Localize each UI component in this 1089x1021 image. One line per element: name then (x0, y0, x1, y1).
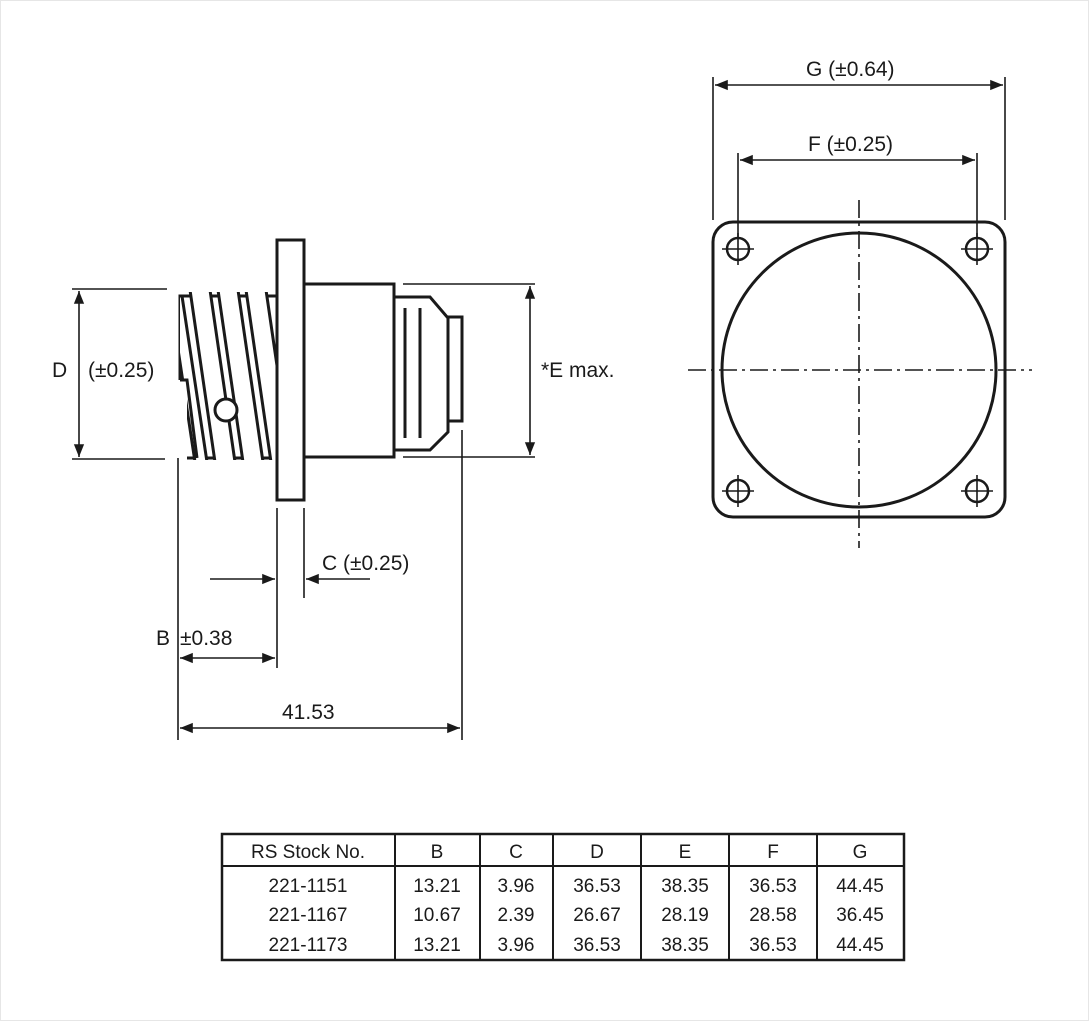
header-stock-no: RS Stock No. (251, 842, 365, 863)
dim-e-label: *E max. (541, 359, 615, 382)
header-g: G (853, 842, 868, 863)
side-view: D (±0.25) *E max. C (±0.25) B ±0.38 41.5… (52, 238, 615, 740)
dim-c-label: C (±0.25) (322, 552, 409, 575)
cell-g: 44.45 (836, 935, 884, 956)
cell-e: 38.35 (661, 935, 709, 956)
header-d: D (590, 842, 604, 863)
cell-g: 36.45 (836, 905, 884, 926)
cell-d: 36.53 (573, 935, 621, 956)
cell-f: 36.53 (749, 876, 797, 897)
cell-f: 36.53 (749, 935, 797, 956)
threaded-shell (175, 292, 279, 460)
table-row: 221-1167 10.67 2.39 26.67 28.19 28.58 36… (269, 905, 884, 926)
cell-stock-no: 221-1173 (269, 935, 348, 956)
cell-b: 13.21 (413, 876, 461, 897)
cell-stock-no: 221-1167 (269, 905, 348, 926)
dim-b-label: B (156, 627, 170, 650)
header-c: C (509, 842, 523, 863)
cell-c: 3.96 (498, 935, 535, 956)
rear-insert (392, 295, 464, 452)
cell-c: 3.96 (498, 876, 535, 897)
table-row: 221-1151 13.21 3.96 36.53 38.35 36.53 44… (269, 876, 884, 897)
dim-d-label: D (52, 359, 67, 382)
cell-f: 28.58 (749, 905, 797, 926)
overall-length-label: 41.53 (282, 701, 335, 724)
dim-g-label: G (±0.64) (806, 58, 895, 81)
header-e: E (679, 842, 692, 863)
cell-b: 13.21 (413, 935, 461, 956)
cell-b: 10.67 (413, 905, 461, 926)
header-b: B (431, 842, 444, 863)
dimension-table: RS Stock No. B C D E F G 221-1151 13.21 … (220, 832, 906, 962)
connector-body (302, 282, 396, 459)
header-f: F (767, 842, 779, 863)
dim-d-tolerance: (±0.25) (88, 359, 154, 382)
dim-f-label: F (±0.25) (808, 133, 893, 156)
dim-b-tolerance: ±0.38 (180, 627, 232, 650)
cell-e: 28.19 (661, 905, 709, 926)
cell-g: 44.45 (836, 876, 884, 897)
cell-d: 26.67 (573, 905, 621, 926)
mounting-flange (275, 238, 306, 502)
cell-c: 2.39 (498, 905, 535, 926)
mounting-hole (722, 233, 993, 507)
cell-d: 36.53 (573, 876, 621, 897)
table-header: RS Stock No. B C D E F G (251, 842, 867, 863)
front-view: G (±0.64) F (±0.25) (688, 58, 1032, 548)
cell-stock-no: 221-1151 (269, 876, 348, 897)
cell-e: 38.35 (661, 876, 709, 897)
table-row: 221-1173 13.21 3.96 36.53 38.35 36.53 44… (269, 935, 884, 956)
